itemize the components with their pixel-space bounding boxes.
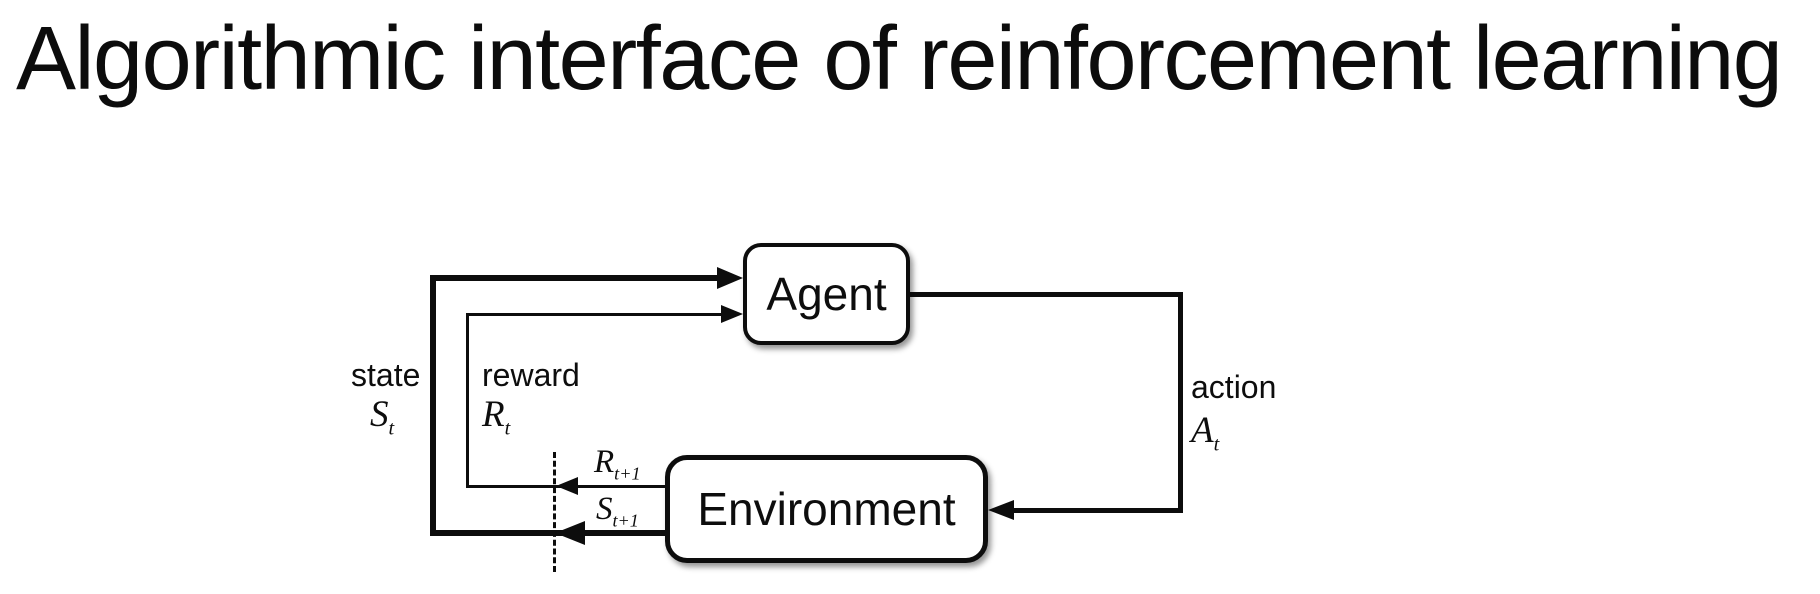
arrowhead-next-reward-icon (556, 477, 578, 495)
slide-title: Algorithmic interface of reinforcement l… (16, 9, 1783, 109)
state-symbol: St (370, 394, 394, 439)
environment-node-label: Environment (697, 483, 956, 535)
action-edge-bottom-segment (1013, 508, 1183, 513)
reward-symbol-main: R (482, 394, 505, 435)
action-edge-vertical-segment (1178, 292, 1183, 513)
action-symbol: At (1191, 410, 1219, 455)
reward-edge-vertical-segment (466, 313, 469, 488)
arrowhead-action-into-environment-icon (988, 500, 1014, 520)
reward-symbol-subscript: t (504, 417, 511, 440)
next-reward-symbol-main: R (594, 444, 615, 480)
next-reward-symbol-subscript: t+1 (614, 463, 641, 484)
reward-edge-top-segment (466, 313, 722, 316)
state-symbol-main: S (370, 394, 389, 435)
state-label: state (351, 357, 421, 393)
reward-symbol: Rt (482, 394, 510, 439)
action-symbol-subscript: t (1213, 433, 1220, 456)
arrowhead-state-into-agent-icon (717, 267, 743, 289)
next-state-symbol-main: S (596, 491, 613, 527)
next-state-symbol-subscript: t+1 (612, 510, 639, 531)
next-reward-symbol: Rt+1 (594, 444, 641, 483)
environment-node: Environment (665, 455, 988, 563)
agent-node-label: Agent (766, 268, 887, 320)
state-edge-vertical-segment (430, 275, 436, 536)
action-symbol-main: A (1191, 410, 1214, 451)
state-symbol-subscript: t (388, 417, 395, 440)
reward-label: reward (482, 357, 580, 393)
action-label: action (1191, 369, 1277, 405)
action-edge-top-segment (908, 292, 1183, 297)
agent-node: Agent (743, 243, 910, 345)
next-state-symbol: St+1 (596, 491, 639, 530)
arrowhead-next-state-icon (555, 521, 585, 545)
state-edge-bottom-segment (430, 530, 665, 536)
time-boundary-dashed-line (553, 452, 556, 572)
arrowhead-reward-into-agent-icon (721, 305, 743, 323)
state-edge-top-segment (430, 275, 718, 281)
